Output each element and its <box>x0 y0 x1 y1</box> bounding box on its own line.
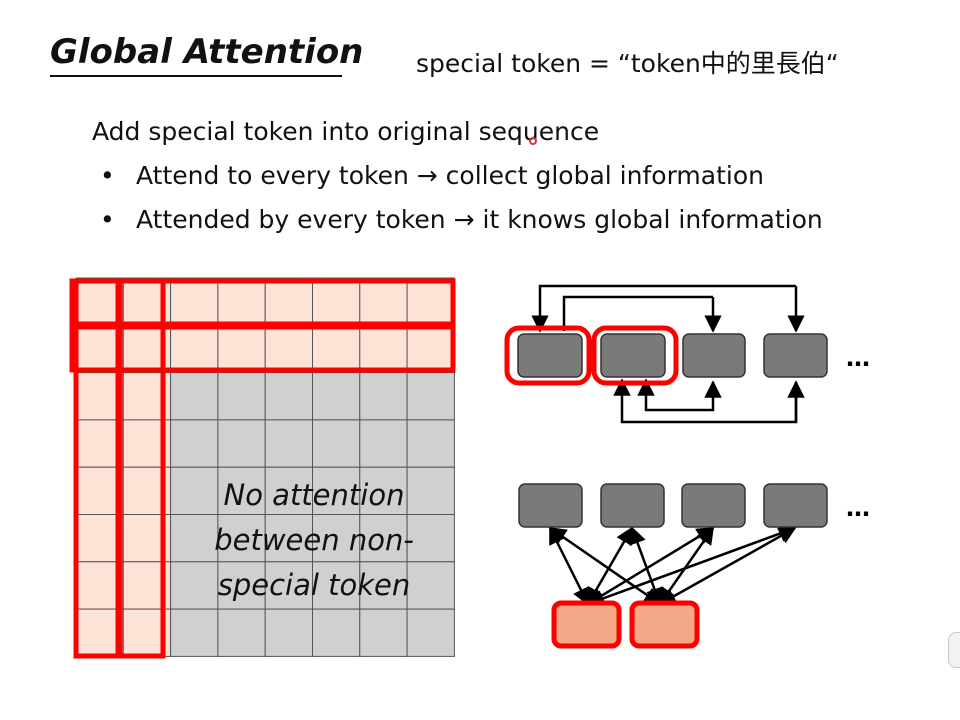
token-box <box>763 333 828 378</box>
matrix-cell <box>406 277 455 326</box>
matrix-cell <box>406 561 455 610</box>
intro-line: Add special token into original sequence <box>92 117 600 146</box>
matrix-cell <box>170 277 219 326</box>
attention-matrix <box>69 277 456 659</box>
pointer-indicator <box>529 137 537 145</box>
window-edge-tab[interactable] <box>948 632 960 668</box>
special-column-highlight <box>117 278 166 659</box>
title-underline <box>50 75 342 77</box>
matrix-cell <box>217 514 266 563</box>
special-token-box <box>551 600 622 649</box>
bullet-text: Attend to every token → collect global i… <box>136 161 764 190</box>
matrix-cell <box>170 608 219 657</box>
matrix-cell <box>359 277 408 326</box>
matrix-cell <box>359 466 408 516</box>
matrix-cell <box>217 561 266 610</box>
matrix-cell <box>359 372 408 421</box>
token-box <box>518 483 583 528</box>
matrix-cell <box>359 561 408 610</box>
matrix-cell <box>312 419 361 468</box>
special-token-box <box>517 333 583 378</box>
matrix-cell <box>312 608 361 657</box>
bullet-text: Attended by every token → it knows globa… <box>136 205 823 234</box>
matrix-cell <box>406 608 455 657</box>
matrix-cell <box>75 561 124 610</box>
token-box <box>600 483 665 528</box>
token-box <box>763 483 828 528</box>
matrix-cell <box>170 372 219 421</box>
matrix-cell <box>406 466 455 516</box>
matrix-cell <box>264 372 314 421</box>
matrix-cell <box>312 514 361 563</box>
token-boxes <box>517 333 828 378</box>
special-token-box <box>600 333 666 378</box>
bullet-item: • Attend to every token → collect global … <box>100 160 764 192</box>
matrix-cell <box>359 324 408 374</box>
matrix-caption: No attention between non-special token <box>214 478 414 602</box>
matrix-cell <box>217 419 266 468</box>
matrix-cell <box>170 419 219 468</box>
matrix-cell <box>217 608 266 657</box>
matrix-cell <box>264 608 314 657</box>
connection-arrows <box>531 284 805 424</box>
special-row-highlight <box>69 278 456 327</box>
matrix-cell <box>312 372 361 421</box>
matrix-cell <box>406 514 455 563</box>
matrix-cell <box>312 324 361 374</box>
matrix-cell <box>406 372 455 421</box>
special-token-highlight <box>591 325 679 386</box>
matrix-cell <box>75 419 124 468</box>
matrix-cell <box>217 324 266 374</box>
sequence-ellipsis: … <box>846 494 870 522</box>
matrix-cell <box>264 277 314 326</box>
special-token-highlight <box>504 325 592 386</box>
token-boxes <box>518 483 828 528</box>
extra-special-token-sequence: … <box>518 483 870 649</box>
special-token-box <box>629 600 700 649</box>
matrix-cell <box>312 277 361 326</box>
matrix-cell <box>264 561 314 610</box>
matrix-cell <box>406 324 455 374</box>
matrix-cell <box>217 372 266 421</box>
token-box <box>682 333 746 378</box>
matrix-cell <box>217 466 266 516</box>
connection-arrows <box>548 525 797 607</box>
special-row-highlight <box>69 324 456 373</box>
token-box <box>681 483 746 528</box>
global-attention-sequence: … <box>504 284 870 424</box>
matrix-cell <box>264 324 314 374</box>
matrix-cell <box>359 419 408 468</box>
matrix-cell <box>406 419 455 468</box>
matrix-cell <box>217 277 266 326</box>
matrix-cell <box>312 466 361 516</box>
matrix-cell <box>264 419 314 468</box>
special-token-note: special token = “token中的里長伯“ <box>416 49 839 78</box>
bullet-item: • Attended by every token → it knows glob… <box>100 204 823 236</box>
arrow-line <box>562 295 713 331</box>
slide-title: Global Attention <box>50 32 364 72</box>
matrix-cell <box>359 608 408 657</box>
bullet-dot: • <box>100 205 115 234</box>
sequence-ellipsis: … <box>846 344 870 372</box>
bullet-dot: • <box>100 161 115 190</box>
matrix-cell <box>170 324 219 374</box>
matrix-cell <box>75 466 124 516</box>
